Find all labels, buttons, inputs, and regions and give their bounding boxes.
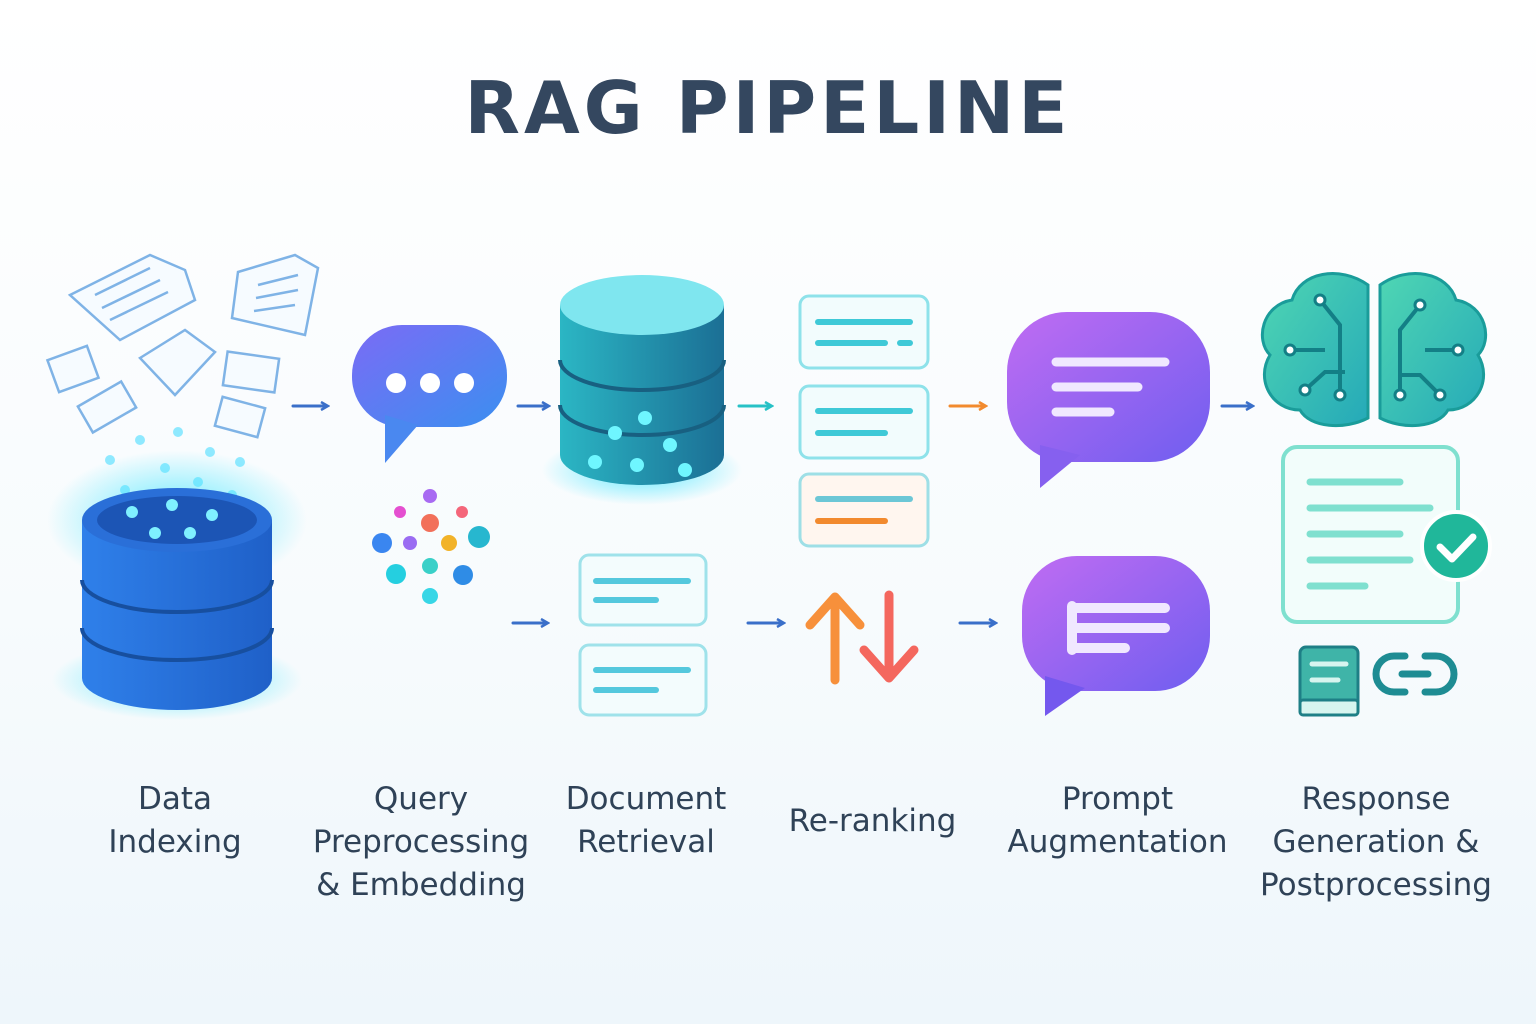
document-cards-icon xyxy=(578,553,708,717)
check-icon xyxy=(1420,510,1492,582)
stage-label-query-preprocessing: Query Preprocessing & Embedding xyxy=(312,781,530,903)
prompt-bubble-icon xyxy=(1007,312,1210,488)
vector-database-icon xyxy=(542,275,742,505)
brain-icon xyxy=(1260,272,1488,428)
sort-arrows-icon xyxy=(805,590,919,685)
flow-arrows xyxy=(291,406,1252,623)
stage-label-re-ranking: Re-ranking xyxy=(788,803,957,839)
stage-label-prompt-augmentation: Prompt Augmentation xyxy=(1007,781,1228,860)
stage-label-response-generation: Response Generation & Postprocessing xyxy=(1260,781,1492,903)
stage-label-document-retrieval: Document Retrieval xyxy=(565,781,727,860)
documents-icon xyxy=(45,253,320,439)
database-icon xyxy=(47,450,307,720)
stage-label-data-indexing: Data Indexing xyxy=(108,781,242,860)
book-icon xyxy=(1298,645,1360,717)
chat-bubble-icon xyxy=(352,325,507,463)
link-icon xyxy=(1372,652,1458,696)
page-title: RAG PIPELINE xyxy=(464,66,1072,150)
augmented-prompt-bubble-icon xyxy=(1022,556,1210,716)
embedding-dots-icon xyxy=(372,489,490,604)
ranked-cards-icon xyxy=(798,294,930,548)
